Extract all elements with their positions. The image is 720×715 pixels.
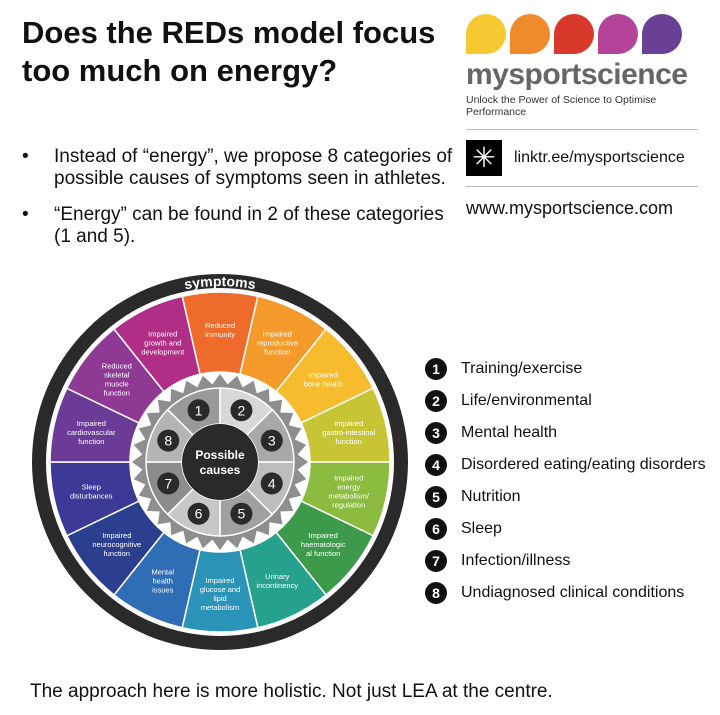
cause-number: 2 — [238, 402, 246, 418]
cause-badge — [230, 502, 253, 525]
bullet-item: • Instead of “energy”, we propose 8 cate… — [22, 146, 462, 190]
legend-item: 5 Nutrition — [425, 481, 706, 513]
logo-drop — [598, 14, 638, 54]
center-circle — [182, 424, 258, 500]
cause-badge — [157, 472, 180, 495]
cause-badge — [187, 399, 210, 422]
legend-item: 4 Disordered eating/eating disorders — [425, 449, 706, 481]
cause-badge — [157, 429, 180, 452]
legend-label: Training/exercise — [461, 360, 583, 377]
cause-number: 6 — [195, 506, 203, 522]
divider — [466, 186, 698, 187]
legend-label: Life/environmental — [461, 392, 592, 409]
logo-drop — [642, 14, 682, 54]
legend-number: 5 — [425, 486, 447, 508]
divider — [466, 129, 698, 130]
legend-number: 7 — [425, 550, 447, 572]
cause-number: 3 — [268, 433, 276, 449]
bullet-text: “Energy” can be found in 2 of these cate… — [54, 204, 444, 247]
cause-number: 1 — [195, 402, 203, 418]
cause-badge — [230, 399, 253, 422]
center-label: causes — [200, 463, 241, 477]
bullet-marker: • — [22, 204, 29, 225]
footer-note: The approach here is more holistic. Not … — [30, 681, 553, 702]
asterisk-icon: ✳ — [466, 140, 502, 176]
cause-number: 8 — [164, 433, 172, 449]
cause-badge — [260, 429, 283, 452]
bullet-marker: • — [22, 146, 29, 167]
legend-label: Infection/illness — [461, 552, 571, 569]
causes-legend: 1 Training/exercise 2 Life/environmental 3… — [425, 353, 706, 609]
legend-label: Disordered eating/eating disorders — [461, 456, 706, 473]
cause-number: 5 — [238, 506, 246, 522]
website-link[interactable]: www.mysportscience.com — [466, 198, 674, 218]
linktree-text: linktr.ee/mysportscience — [514, 149, 685, 166]
legend-item: 2 Life/environmental — [425, 385, 706, 417]
page-title: Does the REDs model focus too much on en… — [22, 15, 436, 88]
bullet-text: Instead of “energy”, we propose 8 catego… — [54, 146, 453, 189]
legend-number: 3 — [425, 422, 447, 444]
legend-number: 8 — [425, 582, 447, 604]
legend-item: 6 Sleep — [425, 513, 706, 545]
legend-label: Nutrition — [461, 488, 521, 505]
cause-number: 7 — [164, 475, 172, 491]
legend-number: 6 — [425, 518, 447, 540]
linktree-link[interactable]: ✳ linktr.ee/mysportscience — [466, 140, 685, 176]
legend-item: 3 Mental health — [425, 417, 706, 449]
brand-logo: mysportscience Unlock the Power of Scien… — [466, 14, 700, 118]
legend-number: 1 — [425, 358, 447, 380]
cause-number: 4 — [268, 475, 276, 491]
cause-badge — [187, 502, 210, 525]
legend-label: Sleep — [461, 520, 502, 537]
legend-number: 2 — [425, 390, 447, 412]
brand-name: mysportscience — [466, 58, 688, 91]
logo-drop — [554, 14, 594, 54]
legend-item: 8 Undiagnosed clinical conditions — [425, 577, 706, 609]
bullet-item: • “Energy” can be found in 2 of these ca… — [22, 204, 462, 248]
brand-tagline: Unlock the Power of Science to Optimise … — [466, 94, 657, 118]
legend-item: 7 Infection/illness — [425, 545, 706, 577]
logo-drops — [466, 14, 700, 54]
logo-drop — [466, 14, 506, 54]
ring-label: symptoms — [183, 273, 257, 292]
legend-item: 1 Training/exercise — [425, 353, 706, 385]
legend-label: Mental health — [461, 424, 558, 441]
logo-drop — [510, 14, 550, 54]
bullet-list: • Instead of “energy”, we propose 8 cate… — [22, 146, 462, 262]
cause-badge — [260, 472, 283, 495]
legend-label: Undiagnosed clinical conditions — [461, 584, 685, 601]
center-label: Possible — [195, 448, 245, 462]
legend-number: 4 — [425, 454, 447, 476]
